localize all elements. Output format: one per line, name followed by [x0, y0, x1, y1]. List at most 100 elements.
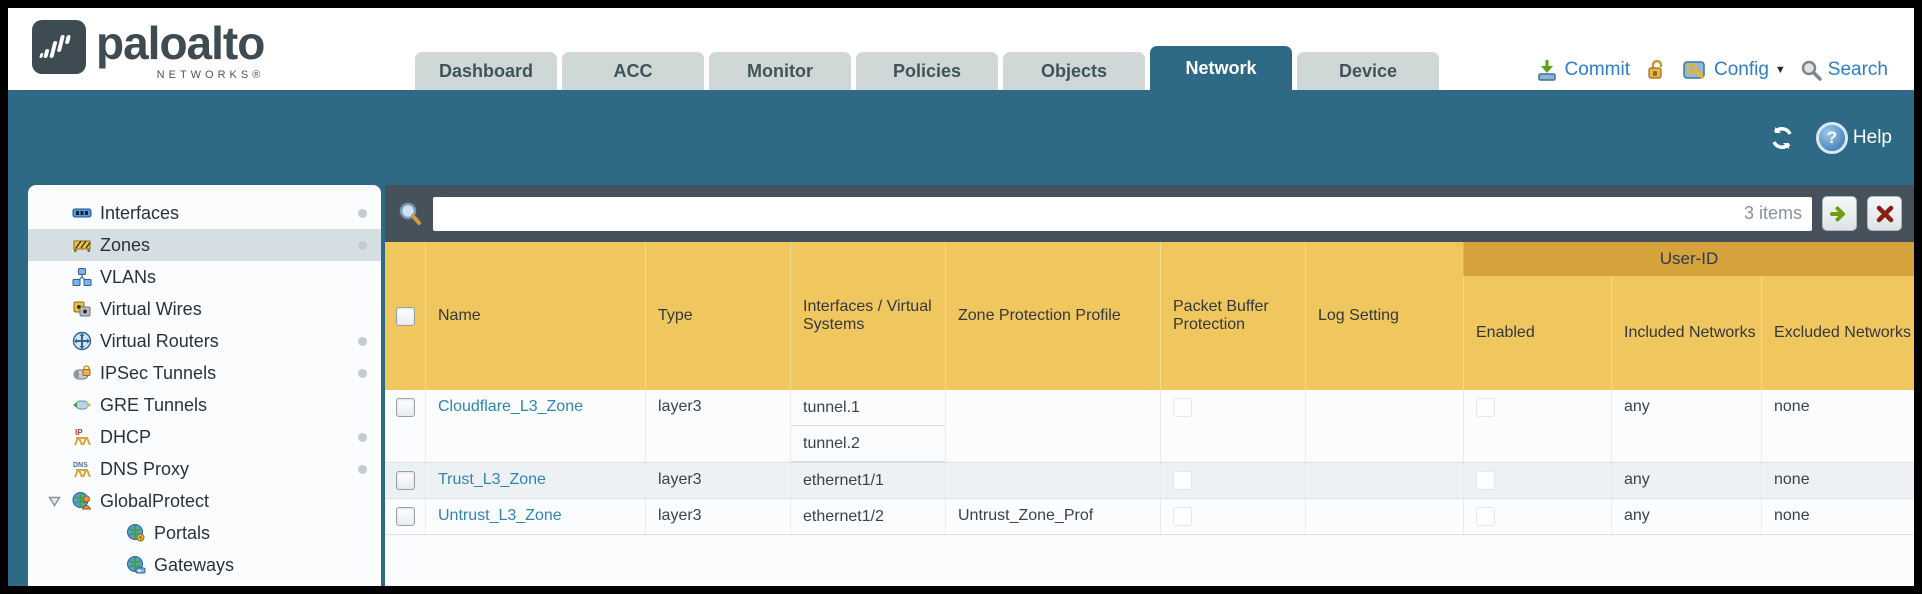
- status-dot: [358, 464, 367, 474]
- column-header-included-networks[interactable]: Included Networks: [1611, 276, 1761, 390]
- config-menu[interactable]: Config ▼: [1682, 58, 1786, 82]
- svg-text:DNS: DNS: [73, 462, 88, 469]
- config-icon: [1683, 61, 1705, 80]
- packet-buffer-checkbox[interactable]: [1173, 507, 1192, 526]
- table-body: Cloudflare_L3_Zone layer3 tunnel.1 tunne…: [385, 390, 1914, 535]
- expand-triangle-icon[interactable]: [48, 495, 61, 508]
- status-dot: [358, 208, 367, 218]
- refresh-icon[interactable]: [1768, 124, 1796, 152]
- sidebar-item-portals[interactable]: Portals: [28, 517, 381, 549]
- log-setting-cell: [1305, 499, 1463, 534]
- red-x-icon: [1876, 205, 1893, 222]
- sidebar-item-vlans[interactable]: VLANs: [28, 261, 381, 293]
- zone-type-cell: layer3: [645, 499, 790, 534]
- lock-button[interactable]: [1644, 58, 1668, 82]
- status-dot: [358, 336, 367, 346]
- column-header-zone-protection-profile[interactable]: Zone Protection Profile: [945, 242, 1160, 390]
- filter-input[interactable]: [443, 202, 1744, 225]
- excluded-networks-cell: none: [1761, 499, 1914, 534]
- column-header-name[interactable]: Name: [425, 242, 645, 390]
- zone-protection-profile-cell: Untrust_Zone_Prof: [945, 499, 1160, 534]
- brand-subname: NETWORKS®: [156, 69, 265, 81]
- excluded-networks-cell: none: [1761, 390, 1914, 462]
- row-checkbox[interactable]: [395, 471, 415, 490]
- user-id-enabled-checkbox[interactable]: [1476, 398, 1495, 417]
- sidebar-item-virtual-wires[interactable]: Virtual Wires: [28, 293, 381, 325]
- zone-type-cell: layer3: [645, 390, 790, 462]
- column-header-log-setting[interactable]: Log Setting: [1305, 242, 1463, 390]
- brand-name: paloalto: [96, 17, 265, 69]
- paloalto-logo-icon: [32, 20, 86, 74]
- column-group-user-id: User-ID: [1463, 242, 1914, 276]
- column-header-type[interactable]: Type: [645, 242, 790, 390]
- user-id-enabled-checkbox[interactable]: [1476, 507, 1495, 526]
- sidebar-item-interfaces[interactable]: Interfaces: [28, 197, 381, 229]
- included-networks-cell: any: [1611, 499, 1761, 534]
- chevron-down-icon: ▼: [1774, 64, 1786, 76]
- zone-type-cell: layer3: [645, 463, 790, 498]
- user-id-enabled-checkbox[interactable]: [1476, 471, 1495, 490]
- tab-policies[interactable]: Policies: [856, 52, 998, 90]
- sidebar-item-gre-tunnels[interactable]: GRE Tunnels: [28, 389, 381, 421]
- virtual-wires-icon: [73, 301, 91, 317]
- excluded-networks-cell: none: [1761, 463, 1914, 498]
- zones-icon: [73, 240, 91, 252]
- table-row: Untrust_L3_Zone layer3 ethernet1/2 Untru…: [385, 499, 1914, 535]
- content-area: Interfaces Zones VLANs Virtual Wires Vir…: [8, 185, 1914, 586]
- lock-icon: [1648, 59, 1663, 79]
- search-button[interactable]: Search: [1800, 59, 1888, 81]
- help-button[interactable]: ? Help: [1815, 121, 1892, 154]
- clear-filter-button[interactable]: [1867, 196, 1902, 231]
- column-header-excluded-networks[interactable]: Excluded Networks: [1761, 276, 1914, 390]
- status-dot: [358, 368, 367, 378]
- packet-buffer-checkbox[interactable]: [1173, 398, 1192, 417]
- zone-name-link[interactable]: Untrust_L3_Zone: [438, 507, 562, 524]
- column-header-packet-buffer-protection[interactable]: Packet Buffer Protection: [1160, 242, 1305, 390]
- interface-value: tunnel.1: [791, 390, 945, 426]
- green-arrow-icon: [1829, 206, 1845, 221]
- row-checkbox[interactable]: [395, 507, 415, 526]
- included-networks-cell: any: [1611, 463, 1761, 498]
- portals-icon: [127, 524, 145, 542]
- user-id-enabled-cell: [1463, 463, 1611, 498]
- packet-buffer-protection-cell: [1160, 390, 1305, 462]
- interface-value: tunnel.2: [791, 426, 945, 462]
- zone-name-link[interactable]: Cloudflare_L3_Zone: [438, 398, 583, 415]
- virtual-routers-icon: [72, 331, 92, 351]
- sidebar-item-gateways[interactable]: Gateways: [28, 549, 381, 581]
- gre-tunnels-icon: [73, 400, 91, 410]
- table-row: Trust_L3_Zone layer3 ethernet1/1 any non…: [385, 463, 1914, 499]
- row-checkbox[interactable]: [395, 398, 415, 417]
- select-all-checkbox[interactable]: [395, 306, 415, 326]
- column-header-interfaces[interactable]: Interfaces / Virtual Systems: [790, 242, 945, 390]
- sidebar-item-globalprotect[interactable]: GlobalProtect: [28, 485, 381, 517]
- top-right-tools: Commit Config ▼: [1535, 58, 1888, 82]
- zone-name-link[interactable]: Trust_L3_Zone: [438, 471, 546, 488]
- top-bar: paloalto NETWORKS® Dashboard ACC Monitor…: [8, 8, 1914, 90]
- tab-acc[interactable]: ACC: [562, 52, 704, 90]
- commit-button[interactable]: Commit: [1535, 58, 1630, 82]
- vlans-icon: [72, 268, 92, 286]
- interfaces-icon: [72, 208, 92, 218]
- commit-icon: [1537, 60, 1556, 81]
- sidebar-item-dns-proxy[interactable]: DNS DNS Proxy: [28, 453, 381, 485]
- zone-interfaces-cell: ethernet1/2: [790, 499, 945, 534]
- paloalto-mark-icon: [39, 35, 71, 58]
- tab-network[interactable]: Network: [1150, 46, 1292, 90]
- column-header-enabled[interactable]: Enabled: [1463, 276, 1611, 390]
- packet-buffer-protection-cell: [1160, 463, 1305, 498]
- apply-filter-button[interactable]: [1822, 196, 1857, 231]
- tab-objects[interactable]: Objects: [1003, 52, 1145, 90]
- packet-buffer-checkbox[interactable]: [1173, 471, 1192, 490]
- tab-monitor[interactable]: Monitor: [709, 52, 851, 90]
- tab-device[interactable]: Device: [1297, 52, 1439, 90]
- dhcp-icon: IP: [74, 428, 91, 446]
- sidebar-item-virtual-routers[interactable]: Virtual Routers: [28, 325, 381, 357]
- tab-dashboard[interactable]: Dashboard: [415, 52, 557, 90]
- sidebar-item-ipsec-tunnels[interactable]: IPSec Tunnels: [28, 357, 381, 389]
- sidebar-item-zones[interactable]: Zones: [28, 229, 381, 261]
- sidebar-item-dhcp[interactable]: IP DHCP: [28, 421, 381, 453]
- svg-text:IP: IP: [75, 428, 83, 437]
- gateways-icon: [127, 556, 146, 574]
- log-setting-cell: [1305, 390, 1463, 462]
